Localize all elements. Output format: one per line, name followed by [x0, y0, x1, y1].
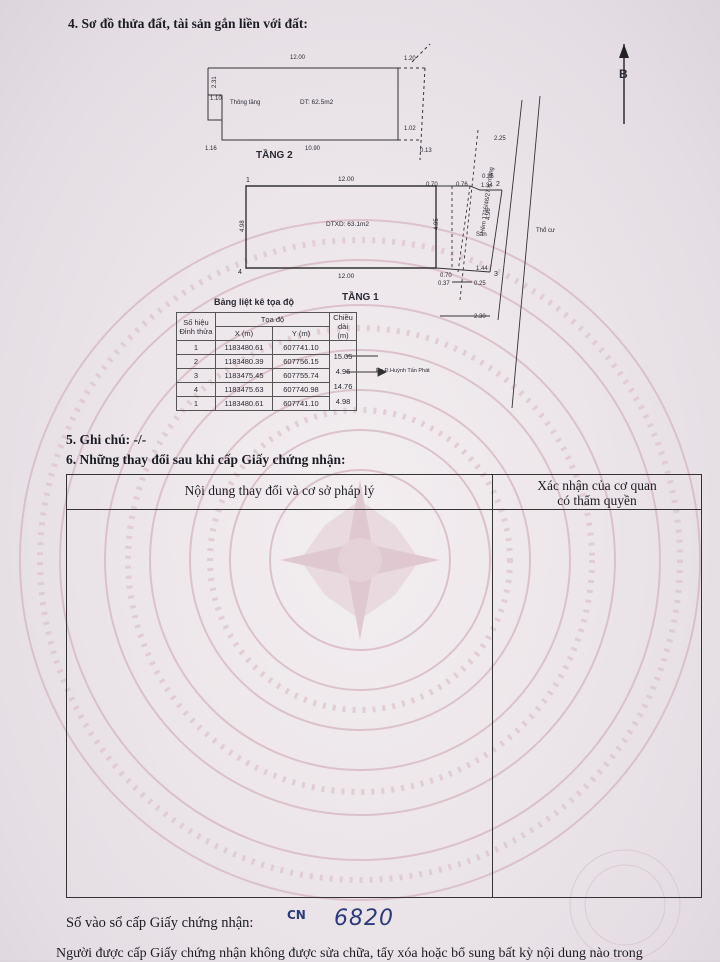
coordinate-table: Số hiệu Đỉnh thửa Tọa độ Chiều dài (m) X…: [176, 312, 357, 411]
col-length: Chiều dài (m): [329, 312, 357, 341]
changes-table-header: Nội dung thay đổi và cơ sở pháp lý Xác n…: [67, 475, 701, 510]
floor1-label: TẦNG 1: [342, 290, 379, 303]
svg-text:2.30: 2.30: [474, 314, 486, 320]
svg-text:1.16: 1.16: [205, 146, 217, 152]
register-number: 6820: [334, 906, 394, 931]
svg-text:12.00: 12.00: [338, 176, 355, 183]
col-x: X (m): [215, 326, 273, 341]
light-well-label: Thông tầng: [230, 100, 260, 106]
footer-note: Người được cấp Giấy chứng nhận không đượ…: [56, 946, 643, 961]
svg-text:10.90: 10.90: [305, 146, 321, 152]
svg-text:0.25: 0.25: [474, 281, 486, 287]
svg-text:12.00: 12.00: [338, 273, 355, 280]
point-3: 3: [494, 271, 498, 278]
svg-text:1.20: 1.20: [404, 56, 416, 62]
svg-text:1.44: 1.44: [476, 266, 488, 272]
coord-table-caption: Bảng liệt kê tọa độ: [214, 297, 295, 307]
north-label: B: [619, 67, 628, 81]
col-authority-confirmation: Xác nhận của cơ quan có thẩm quyền: [537, 478, 657, 508]
register-prefix: CN: [287, 908, 306, 922]
svg-text:1.02: 1.02: [404, 126, 416, 132]
column-divider: [492, 475, 493, 897]
yard-label: Sân: [476, 232, 487, 238]
exit-label: Ra Đ.Huỳnh Tấn Phát: [376, 368, 430, 374]
svg-text:4.95: 4.95: [434, 218, 440, 230]
col-y: Y (m): [272, 326, 330, 341]
point-4: 4: [238, 269, 242, 276]
col-point: Số hiệu Đỉnh thửa: [176, 312, 216, 341]
svg-text:2.25: 2.25: [494, 136, 506, 142]
section-6-title: 6. Những thay đổi sau khi cấp Giấy chứng…: [66, 452, 346, 467]
svg-text:4.96: 4.96: [486, 208, 492, 220]
svg-text:0.37: 0.37: [438, 281, 450, 287]
svg-text:12.00: 12.00: [290, 55, 306, 61]
svg-text:1.10: 1.10: [210, 96, 222, 102]
svg-text:0.70: 0.70: [440, 273, 452, 279]
north-arrow-icon: [619, 44, 629, 124]
svg-text:0.13: 0.13: [420, 148, 432, 154]
col-change-content: Nội dung thay đổi và cơ sở pháp lý: [184, 483, 375, 498]
svg-text:0.76: 0.76: [456, 182, 468, 188]
section-4-title: 4. Sơ đồ thửa đất, tài sản gắn liền với …: [68, 16, 308, 31]
svg-text:2.31: 2.31: [212, 76, 218, 88]
floor2-label: TẦNG 2: [256, 148, 293, 161]
floor1-area: DTXD: 63.1m2: [326, 221, 369, 228]
register-label: Số vào sổ cấp Giấy chứng nhận:: [66, 915, 254, 931]
floor2-area: DT: 62.5m2: [300, 99, 334, 106]
land-plot-diagram: B 12.00 1.20 2.31 1.10 Thông tầng DT: 62…: [205, 43, 629, 409]
section-5-title: 5. Ghi chú: -/-: [66, 432, 147, 447]
svg-text:1.34: 1.34: [481, 183, 493, 189]
point-2: 2: [496, 181, 500, 188]
svg-text:4.98: 4.98: [240, 220, 246, 232]
neighbor-label: Thổ cư: [536, 227, 555, 234]
point-1: 1: [246, 177, 250, 184]
changes-table: Nội dung thay đổi và cơ sở pháp lý Xác n…: [66, 474, 702, 898]
svg-text:0.25: 0.25: [482, 174, 494, 180]
col-coord: Tọa độ: [215, 312, 330, 327]
svg-text:0.70: 0.70: [426, 182, 438, 188]
